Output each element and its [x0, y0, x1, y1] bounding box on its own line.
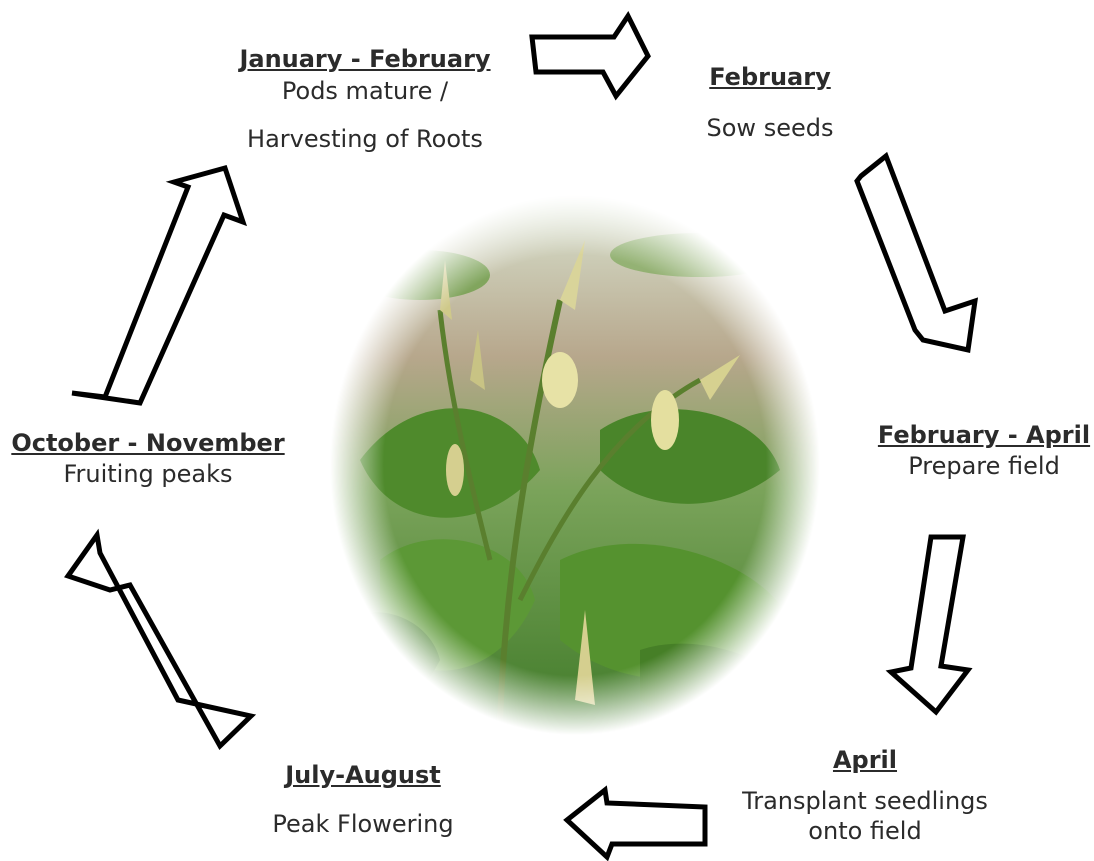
stage-description: Transplant seedlings onto field — [715, 782, 1015, 850]
arrow-feb-apr-to-apr — [891, 537, 968, 712]
arrow-jan-feb-to-feb — [532, 16, 648, 96]
stage-description: Fruiting peaks — [0, 459, 296, 490]
stage-heading: April — [715, 745, 1015, 776]
stage-february-april: February - April Prepare field — [868, 420, 1094, 482]
stage-january-february: January - February Pods mature / Harvest… — [215, 44, 515, 163]
stage-heading: July-August — [238, 760, 488, 791]
stage-october-november: October - November Fruiting peaks — [0, 428, 296, 490]
stage-description: Prepare field — [868, 451, 1094, 482]
stage-heading: October - November — [0, 428, 296, 459]
arrow-feb-to-feb-apr — [857, 156, 975, 350]
stage-description: Peak Flowering — [238, 809, 488, 840]
stage-april: April Transplant seedlings onto field — [715, 745, 1015, 850]
stage-description-line-2: Harvesting of Roots — [215, 115, 515, 163]
stage-description: Pods mature / Harvesting of Roots — [215, 67, 515, 163]
stage-heading: February — [670, 62, 870, 93]
arrow-jul-aug-to-oct-nov — [68, 535, 251, 746]
stage-july-august: July-August Peak Flowering — [238, 760, 488, 840]
arrow-oct-nov-to-jan-feb — [72, 168, 243, 403]
plant-photo — [330, 195, 820, 735]
stage-heading: February - April — [868, 420, 1094, 451]
stage-description: Sow seeds — [670, 113, 870, 144]
arrow-apr-to-jul-aug — [567, 790, 705, 857]
stage-february: February Sow seeds — [670, 62, 870, 144]
